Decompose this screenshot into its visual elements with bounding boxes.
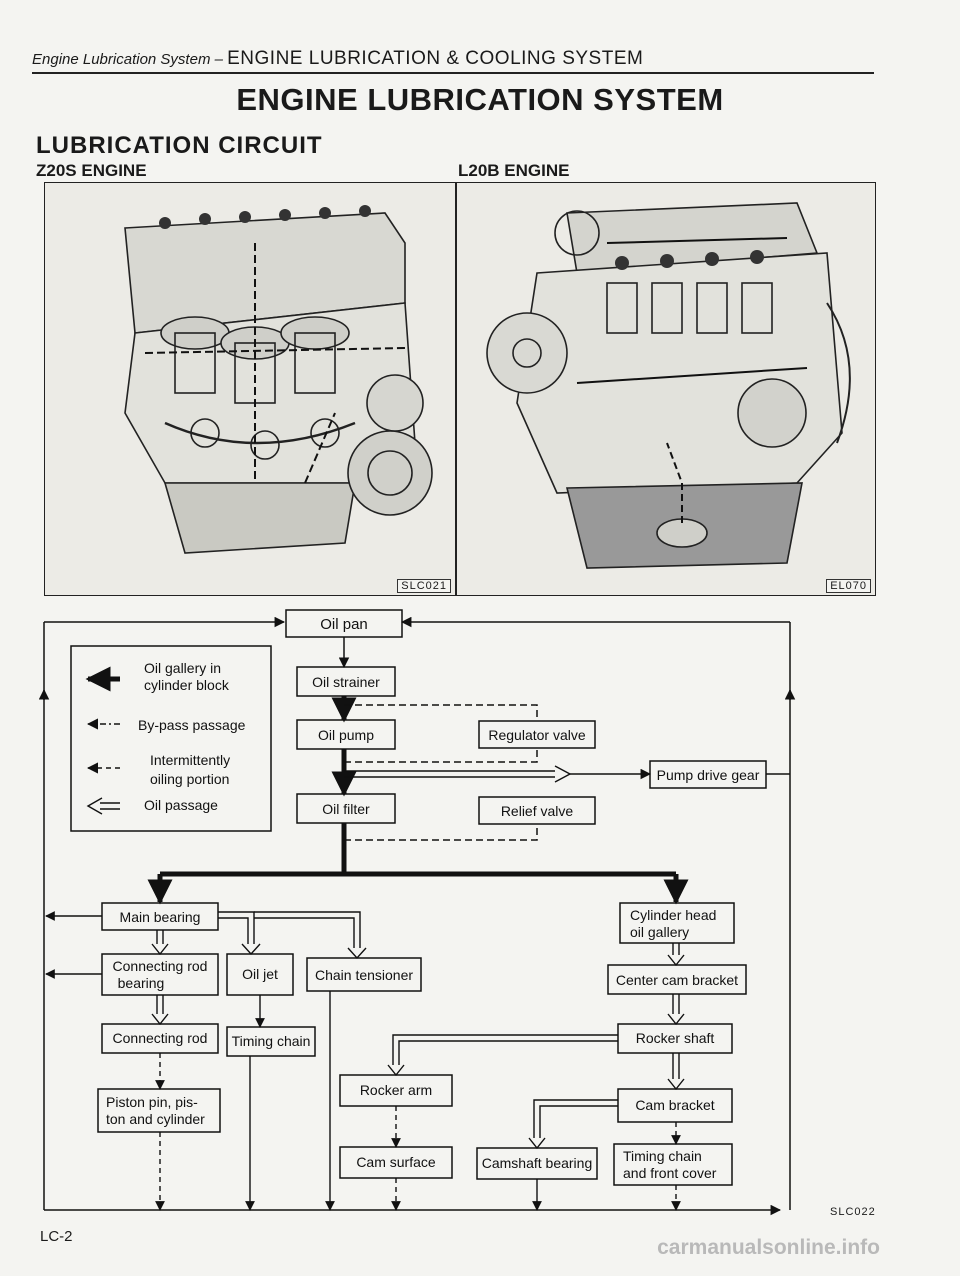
timing-chain-label: Timing chain — [232, 1033, 311, 1049]
z20s-engine-figure: SLC021 — [44, 182, 456, 596]
l20b-engine-illustration — [486, 202, 851, 569]
chain-tensioner-box — [306, 957, 422, 992]
legend-box — [70, 645, 272, 832]
regulator-valve-label: Regulator valve — [488, 727, 585, 743]
piston-label-1: Piston pin, pis- — [106, 1094, 198, 1110]
legend-oil-passage: Oil passage — [144, 797, 218, 813]
oil-pan-label: Oil pan — [320, 616, 368, 633]
camshaft-bearing-label: Camshaft bearing — [482, 1155, 593, 1171]
watermark: carmanualsonline.info — [657, 1236, 880, 1259]
section-title: LUBRICATION CIRCUIT — [36, 132, 323, 159]
chain-tensioner-label: Chain tensioner — [315, 967, 413, 983]
running-header: Engine Lubrication System – ENGINE LUBRI… — [32, 48, 643, 70]
legend-bypass: By-pass passage — [138, 717, 246, 733]
cam-bracket-label: Cam bracket — [635, 1097, 714, 1113]
cylinder-head-label-2: oil gallery — [630, 924, 689, 940]
l20b-figure-code: EL070 — [826, 579, 871, 593]
header-chapter: ENGINE LUBRICATION & COOLING SYSTEM — [227, 48, 644, 69]
regulator-valve-box — [478, 720, 596, 749]
l20b-engine-figure: EL070 — [456, 182, 876, 596]
legend-intermittent-line2: oiling portion — [150, 771, 229, 787]
cam-surface-label: Cam surface — [356, 1154, 436, 1170]
oil-filter-label: Oil filter — [322, 801, 370, 817]
main-bearing-label: Main bearing — [120, 909, 201, 925]
timing-chain-front-label-1: Timing chain — [623, 1148, 702, 1164]
legend-gallery-line1: Oil gallery in — [144, 660, 221, 676]
pump-drive-gear-label: Pump drive gear — [657, 767, 760, 783]
relief-valve-label: Relief valve — [501, 803, 574, 819]
piston-label-2: ton and cylinder — [106, 1111, 205, 1127]
rocker-shaft-label: Rocker shaft — [636, 1030, 715, 1046]
oil-pump-label: Oil pump — [318, 727, 374, 743]
page-number: LC-2 — [40, 1228, 73, 1245]
rocker-arm-label: Rocker arm — [360, 1082, 432, 1098]
relief-valve-box — [478, 796, 596, 825]
center-cam-bracket-label: Center cam bracket — [616, 972, 738, 988]
z20s-engine-illustration — [124, 205, 433, 554]
legend-gallery-line2: cylinder block — [144, 677, 230, 693]
legend-intermittent-line1: Intermittently — [150, 752, 230, 768]
center-cam-bracket-box — [607, 964, 747, 995]
timing-chain-front-label-2: and front cover — [623, 1165, 717, 1181]
header-section: Engine Lubrication System — [32, 51, 211, 68]
z20s-figure-code: SLC021 — [397, 579, 451, 593]
rocker-shaft-box — [617, 1023, 733, 1054]
header-rule — [32, 72, 874, 74]
cylinder-head-box — [619, 902, 735, 944]
page-title: ENGINE LUBRICATION SYSTEM — [236, 82, 724, 117]
cylinder-head-label-1: Cylinder head — [630, 907, 716, 923]
right-figure-title: L20B ENGINE — [458, 161, 570, 180]
connecting-rod-label: Connecting rod — [113, 1030, 208, 1046]
flow-chart-code: SLC022 — [830, 1206, 876, 1218]
oil-jet-label: Oil jet — [242, 966, 278, 982]
connecting-rod-bearing-label-2: bearing — [118, 975, 165, 991]
header-separator: – — [214, 51, 223, 68]
left-figure-title: Z20S ENGINE — [36, 161, 147, 180]
timing-chain-box — [226, 1026, 316, 1057]
connecting-rod-bearing-label-1: Connecting rod — [113, 958, 208, 974]
oil-strainer-label: Oil strainer — [312, 674, 380, 690]
